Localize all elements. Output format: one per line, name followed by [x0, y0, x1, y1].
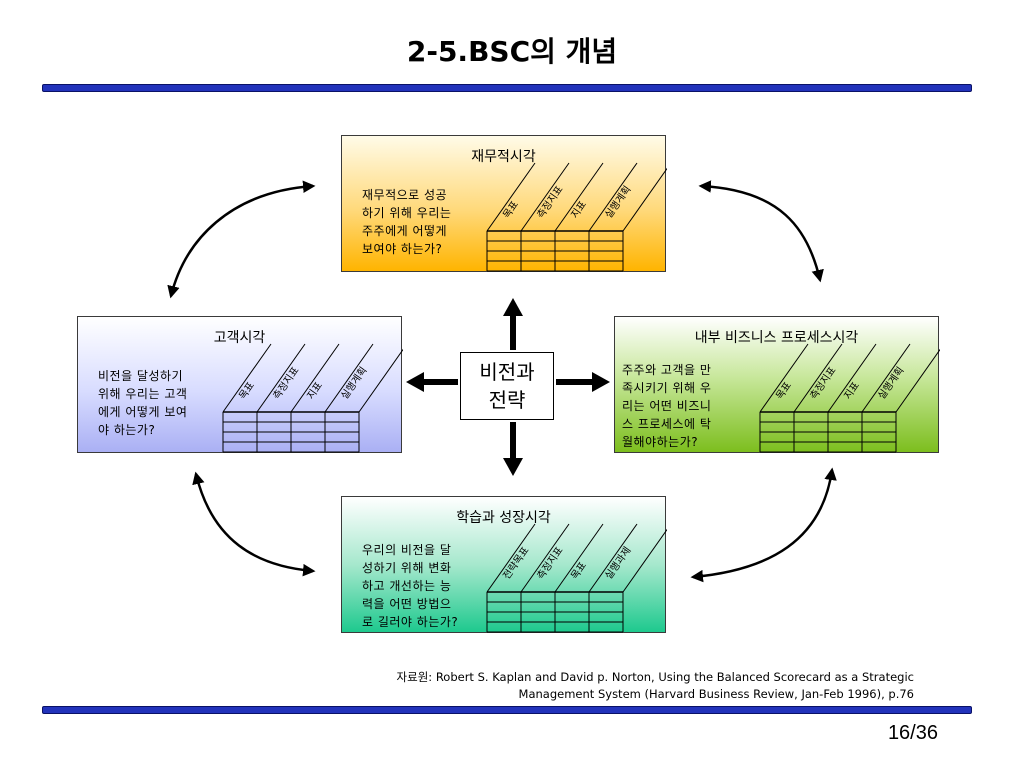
scorecard-header-slant	[324, 343, 374, 413]
finance-perspective-box: 재무적시각 재무적으로 성공 하기 위해 우리는 주주에게 어떻게 보여야 하는…	[341, 135, 667, 272]
curved-arrow-finance-internal	[698, 180, 824, 283]
question-line: 성하기 위해 변화	[362, 561, 452, 575]
scorecard-header-slant	[358, 348, 403, 413]
curved-arrow-finance-customer	[167, 180, 316, 299]
scorecard-header-slant	[588, 162, 638, 232]
customer-perspective-title: 고객시각	[213, 330, 266, 346]
question-line: 월해야하는가?	[622, 435, 699, 449]
question-line: 재무적으로 성공	[362, 188, 448, 202]
scorecard-header-slant	[861, 343, 911, 413]
internal-process-perspective-question: 주주와 고객을 만 족시키기 위해 우 리는 어떤 비즈니 스 프로세스에 탁 …	[622, 361, 711, 451]
learning-growth-perspective-question: 우리의 비전을 달 성하기 위해 변화 하고 개선하는 능 력을 어떤 방법으 …	[362, 541, 458, 631]
scorecard-header-slant	[520, 162, 570, 232]
scorecard-header-slant	[222, 343, 272, 413]
learning-growth-perspective-title: 학습과 성장시각	[456, 510, 551, 526]
center-up-arrow	[503, 298, 523, 350]
scorecard-header-slant	[256, 343, 306, 413]
center-down-arrow	[503, 422, 523, 476]
question-line: 력을 어떤 방법으	[362, 597, 452, 611]
center-right-arrow	[556, 372, 610, 392]
question-line: 위해 우리는 고객	[98, 387, 188, 401]
curved-arrow-internal-learning	[690, 467, 837, 583]
finance-perspective-question: 재무적으로 성공 하기 위해 우리는 주주에게 어떻게 보여야 하는가?	[362, 186, 451, 258]
scorecard-header-slant	[588, 523, 638, 593]
scorecard-header-slant	[486, 523, 536, 593]
question-line: 족시키기 위해 우	[622, 381, 712, 395]
scorecard-column-label: 지표	[842, 380, 862, 402]
scorecard-header-slant	[290, 343, 340, 413]
vision-strategy-label-line1: 비전과	[479, 360, 535, 384]
question-line: 주주에게 어떻게	[362, 224, 448, 238]
scorecard-header-slant	[622, 528, 667, 593]
question-line: 리는 어떤 비즈니	[622, 399, 712, 413]
scorecard-header-slant	[793, 343, 843, 413]
question-line: 에게 어떻게 보여	[98, 405, 188, 419]
page-number: 16/36	[887, 722, 938, 744]
customer-perspective-question: 비전을 달성하기 위해 우리는 고객 에게 어떻게 보여 야 하는가?	[98, 367, 187, 439]
center-left-arrow	[406, 372, 458, 392]
scorecard-header-slant	[759, 343, 809, 413]
curved-arrow-customer-learning	[192, 471, 316, 577]
question-line: 주주와 고객을 만	[622, 363, 712, 377]
question-line: 하기 위해 우리는	[362, 206, 452, 220]
scorecard-column-label: 목표	[774, 380, 794, 402]
question-line: 스 프로세스에 탁	[622, 417, 712, 431]
question-line: 우리의 비전을 달	[362, 543, 452, 557]
internal-process-perspective-box: 내부 비즈니스 프로세스시각 주주와 고객을 만 족시키기 위해 우 리는 어떤…	[614, 316, 940, 453]
source-line1: 자료원: Robert S. Kaplan and David p. Norto…	[396, 670, 914, 684]
scorecard-column-label: 지표	[305, 380, 325, 402]
question-line: 로 길러야 하는가?	[362, 615, 459, 629]
scorecard-header-slant	[554, 162, 604, 232]
source-line2: Management System (Harvard Business Revi…	[518, 687, 914, 701]
finance-perspective-title: 재무적시각	[471, 149, 536, 165]
footer-divider	[42, 706, 972, 714]
scorecard-header-slant	[520, 523, 570, 593]
scorecard-header-slant	[554, 523, 604, 593]
internal-process-perspective-title: 내부 비즈니스 프로세스시각	[694, 330, 859, 346]
scorecard-header-slant	[827, 343, 877, 413]
learning-growth-perspective-box: 학습과 성장시각 우리의 비전을 달 성하기 위해 변화 하고 개선하는 능 력…	[341, 496, 667, 633]
question-line: 야 하는가?	[98, 423, 156, 437]
scorecard-header-slant	[486, 162, 536, 232]
source-citation: 자료원: Robert S. Kaplan and David p. Norto…	[397, 669, 914, 703]
scorecard-header-slant	[622, 167, 667, 232]
question-line: 보여야 하는가?	[362, 242, 443, 256]
question-line: 비전을 달성하기	[98, 369, 184, 383]
title-divider	[42, 84, 972, 92]
scorecard-column-label: 지표	[569, 199, 589, 221]
scorecard-column-label: 목표	[569, 560, 589, 582]
page-title: 2-5.BSC의 개념	[406, 35, 618, 68]
scorecard-column-label: 목표	[501, 199, 521, 221]
vision-strategy-box: 비전과 전략	[460, 352, 554, 420]
vision-strategy-label-line2: 전략	[488, 388, 526, 412]
scorecard-header-slant	[895, 348, 940, 413]
scorecard-column-label: 목표	[237, 380, 257, 402]
question-line: 하고 개선하는 능	[362, 579, 452, 593]
customer-perspective-box: 고객시각 비전을 달성하기 위해 우리는 고객 에게 어떻게 보여 야 하는가?…	[77, 316, 403, 453]
